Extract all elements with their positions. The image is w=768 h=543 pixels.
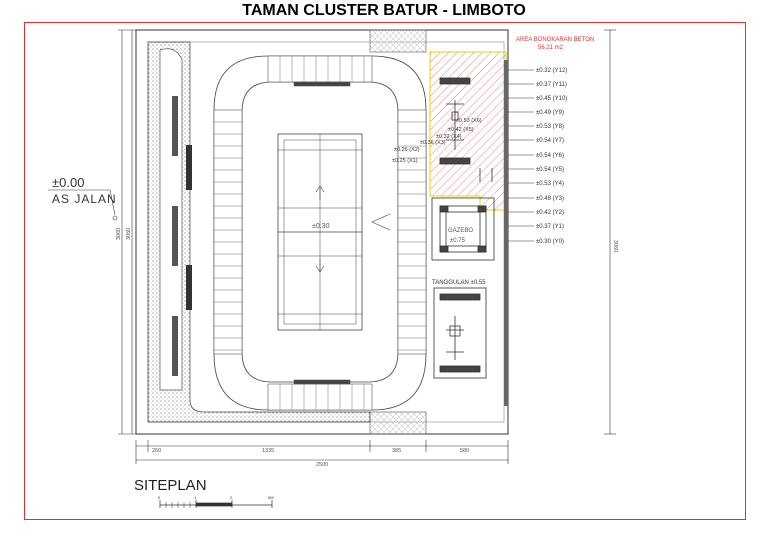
elevation-y11: ±0.37 (Y11) <box>536 82 567 88</box>
siteplan-label: SITEPLAN <box>134 477 207 494</box>
entrance-areas <box>369 29 427 435</box>
elevation-y12: ±0.32 (Y12) <box>536 68 567 74</box>
right-elevation-labels: ±0.32 (Y12) ±0.37 (Y11) ±0.45 (Y10) ±0.4… <box>536 68 567 245</box>
dimension-2500: 2500 <box>316 462 328 468</box>
right-dimension-line <box>604 29 616 435</box>
court-arrows <box>315 185 391 273</box>
seating-left <box>213 109 243 355</box>
reference-level-label: ±0.00 <box>52 175 84 190</box>
lower-equipment <box>433 287 487 379</box>
left-planters <box>172 96 192 376</box>
reference-marker <box>48 189 118 221</box>
elevation-y6: ±0.54 (Y6) <box>536 153 564 159</box>
elevation-x6: ±0.53 (X6) <box>456 118 482 124</box>
left-dimension-lines <box>118 29 140 435</box>
road-axis-label: AS JALAN <box>52 192 117 206</box>
court-level-label: ±0.30 <box>312 223 330 230</box>
elevation-y1: ±0.37 (Y1) <box>536 224 564 230</box>
elevation-y8: ±0.53 (Y8) <box>536 124 564 130</box>
left-dimension-inner: 3060 <box>126 228 132 240</box>
elevation-y2: ±0.42 (Y2) <box>536 210 564 216</box>
elevation-x3: ±0.36 (X3) <box>420 140 446 146</box>
seating-bottom <box>267 379 373 411</box>
scale-tick-5m: 5M <box>268 495 274 500</box>
elevation-x2: ±0.26 (X2) <box>394 147 420 153</box>
scale-bar <box>159 500 273 508</box>
scale-minor-ticks <box>165 502 191 508</box>
elevation-leader-lines <box>508 69 534 242</box>
area-note-line1: AREA BONGKARAN BETON <box>516 37 594 43</box>
seating-top <box>267 55 373 87</box>
gazebo-label: GAZEBO <box>448 228 473 234</box>
tanggulan-label: TANGGULAN ±0.55 <box>432 280 486 286</box>
elevation-y7: ±0.54 (Y7) <box>536 138 564 144</box>
seat-division-lines <box>214 56 426 410</box>
dimension-260: 260 <box>152 448 161 454</box>
dimension-580: 580 <box>460 448 469 454</box>
left-dimension-outer: 3060 <box>116 228 122 240</box>
elevation-y9: ±0.49 (Y9) <box>536 110 564 116</box>
badminton-court <box>277 133 363 331</box>
gazebo <box>431 197 495 261</box>
elevation-y3: ±0.48 (Y3) <box>536 196 564 202</box>
scale-tick-1: 1 <box>194 495 197 500</box>
scale-tick-0: 0 <box>158 495 161 500</box>
gazebo-level-label: ±0.75 <box>450 238 466 244</box>
area-note-line2: 56,21 m2 <box>538 45 564 51</box>
dimension-1335: 1335 <box>262 448 274 454</box>
dimension-385: 385 <box>392 448 401 454</box>
right-wall <box>504 60 508 406</box>
scale-tick-2: 2 <box>230 495 233 500</box>
drawing-title: TAMAN CLUSTER BATUR - LIMBOTO <box>242 2 526 19</box>
elevation-x1: ±0.25 (X1) <box>392 158 418 164</box>
elevation-y10: ±0.45 (Y10) <box>536 96 567 102</box>
elevation-y4: ±0.53 (Y4) <box>536 181 564 187</box>
right-equipment <box>439 77 493 182</box>
elevation-y5: ±0.54 (Y5) <box>536 167 564 173</box>
seating-right <box>397 109 427 355</box>
right-dimension-label: 3060 <box>612 240 618 252</box>
elevation-x4: ±0.32 (X4) <box>436 134 462 140</box>
scale-bar-labels: 0 1 2 5M <box>158 495 274 500</box>
drawing-frame <box>24 22 746 520</box>
bottom-dimension-labels: 260 1335 385 580 2500 <box>152 448 469 468</box>
inner-elevation-labels: ±0.53 (X6) ±0.42 (X5) ±0.32 (X4) ±0.36 (… <box>392 118 482 164</box>
elevation-x5: ±0.42 (X5) <box>448 127 474 133</box>
bottom-dimension-lines <box>135 440 509 464</box>
elevation-y0: ±0.30 (Y0) <box>536 239 564 245</box>
